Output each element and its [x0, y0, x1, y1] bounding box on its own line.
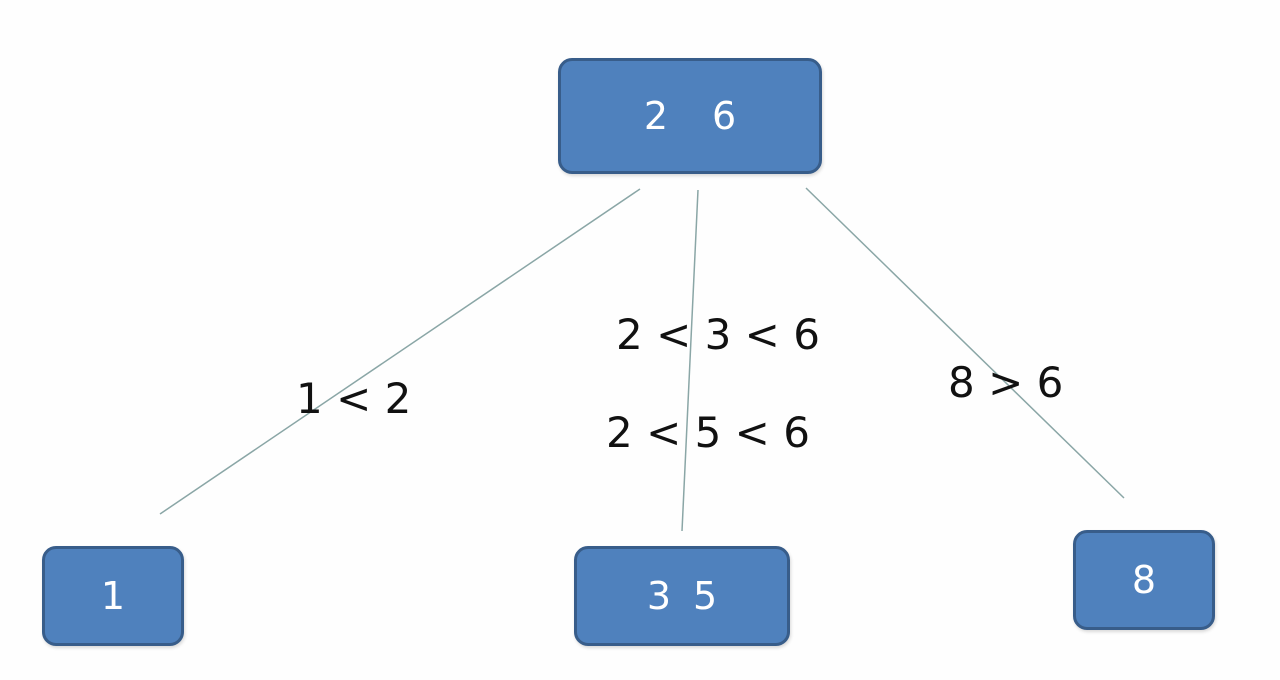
- edge-root-to-left: [159, 188, 641, 515]
- edge-label-right: 8 > 6: [948, 358, 1064, 407]
- edge-root-to-middle: [681, 189, 699, 532]
- right-child-node: 8: [1073, 530, 1215, 630]
- edge-label-left: 1 < 2: [296, 374, 412, 423]
- root-key-1: 2: [643, 94, 668, 138]
- right-key-1: 8: [1131, 558, 1157, 602]
- edge-label-middle-2: 2 < 5 < 6: [606, 408, 810, 457]
- middle-key-2: 5: [693, 574, 718, 618]
- edge-root-to-right: [805, 187, 1125, 499]
- left-key-1: 1: [100, 574, 126, 618]
- middle-key-1: 3: [646, 574, 671, 618]
- root-node: 2 6: [558, 58, 822, 174]
- left-child-node: 1: [42, 546, 184, 646]
- root-key-2: 6: [712, 94, 737, 138]
- edge-label-middle-1: 2 < 3 < 6: [616, 310, 820, 359]
- middle-child-node: 3 5: [574, 546, 790, 646]
